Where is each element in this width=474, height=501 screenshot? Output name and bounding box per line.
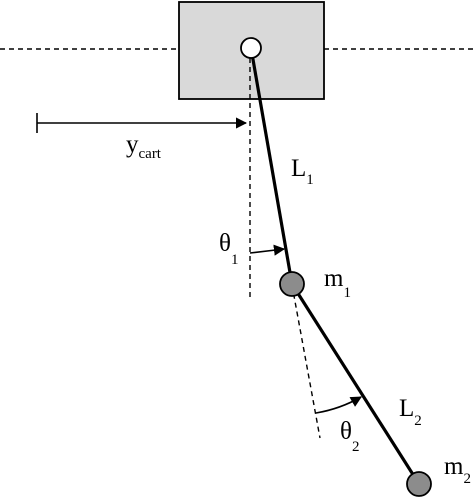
theta2-angle-arc — [315, 396, 362, 414]
L2-label: L2 — [399, 395, 422, 429]
theta1-angle-arc — [249, 244, 286, 256]
rod-1 — [249, 47, 294, 285]
mass-1 — [279, 271, 305, 297]
theta2-reference-dashed-line — [291, 284, 321, 439]
L1-label: L1 — [291, 155, 314, 188]
theta1-label: θ1 — [219, 230, 238, 268]
rod-2 — [290, 283, 421, 485]
m2-label: m2 — [444, 453, 471, 487]
m1-label: m1 — [324, 265, 351, 301]
cart-pivot-joint — [240, 37, 262, 59]
y-cart-label: ycart — [126, 131, 162, 162]
theta2-label: θ2 — [340, 418, 359, 455]
mass-2 — [406, 471, 432, 497]
